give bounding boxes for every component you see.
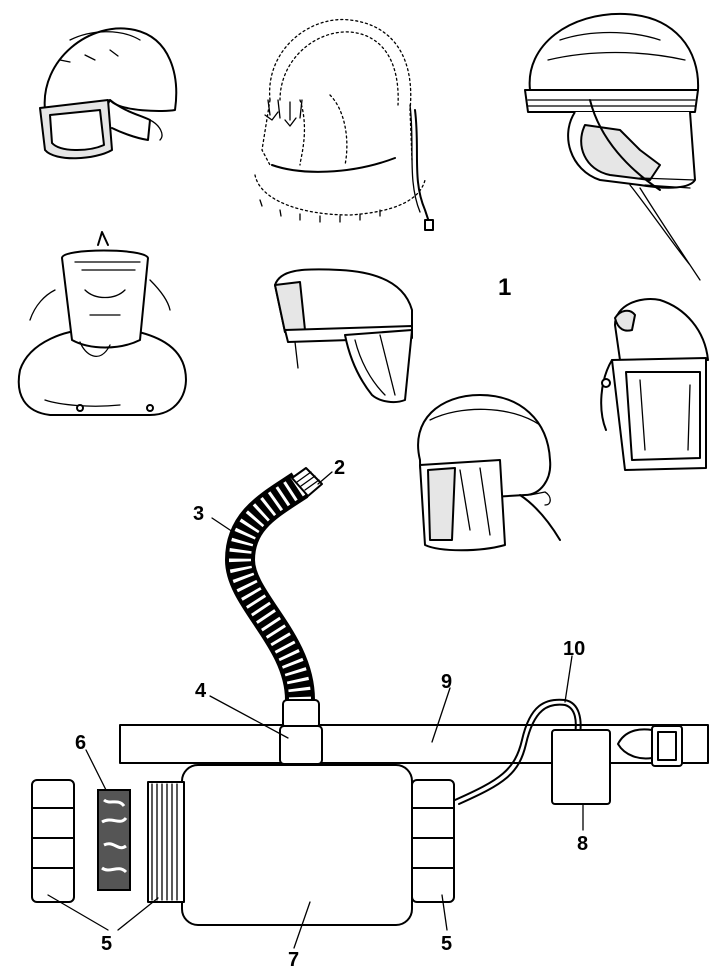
left-threaded-port [148,782,184,902]
helmet-visor-headgear [40,28,176,158]
label-battery-pack: 8 [577,833,588,855]
visor-cap-headgear [275,269,412,402]
label-belt: 9 [441,671,452,693]
label-power-cable: 10 [563,638,585,660]
label-filter-cap-right: 5 [441,933,452,955]
hose-coupling [280,700,322,764]
hard-hat-headgear [525,14,700,280]
filter-cap-left [32,780,74,902]
label-hose-coupling: 4 [195,680,207,702]
label-filter-cap-left: 5 [101,933,112,955]
breathing-hose [240,485,300,700]
label-blower-unit: 7 [288,949,299,970]
shield-helmet-headgear [601,299,708,470]
dotted-hood-headgear [255,20,433,230]
bag-hood-headgear [19,232,186,415]
battery-pack [552,730,610,804]
label-prefilter: 6 [75,732,86,754]
filter-cap-right [412,780,454,902]
blower-unit [182,765,412,925]
label-hose-connector: 2 [334,457,345,479]
prefilter [98,790,130,890]
belt [120,725,708,766]
soft-cap-headgear [418,395,560,550]
label-breathing-hose: 3 [193,503,204,525]
group-label: 1 [498,274,511,301]
